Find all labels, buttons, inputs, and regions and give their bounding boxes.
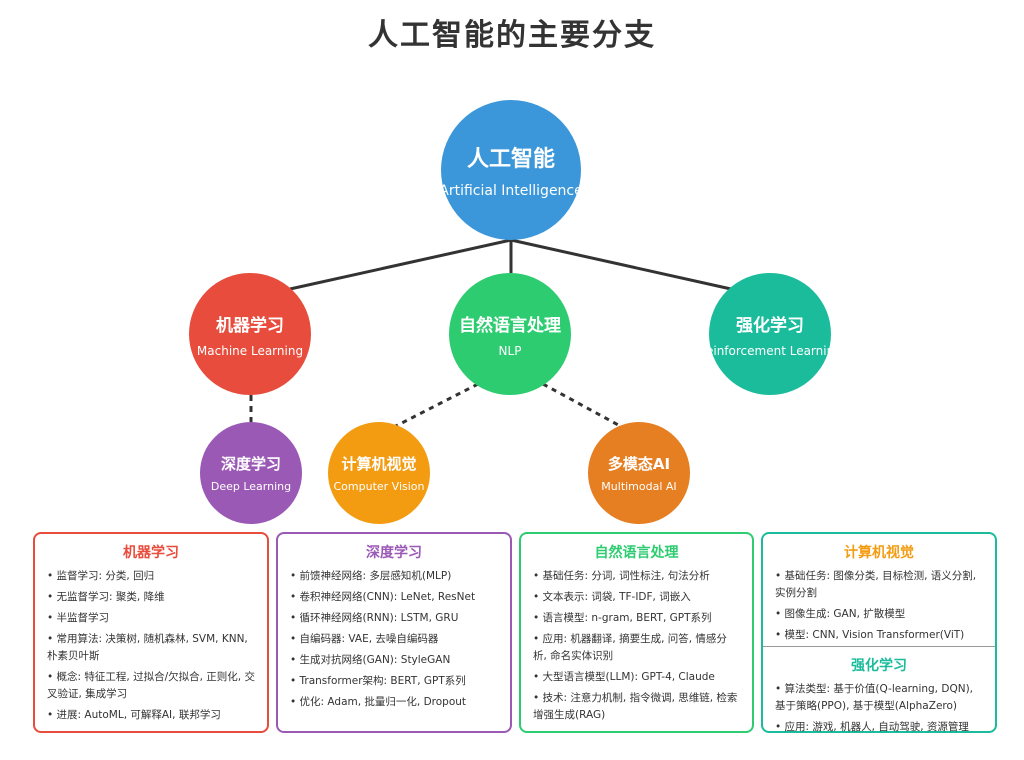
box-list: • 基础任务: 分词, 词性标注, 句法分析 • 文本表示: 词袋, TF-ID… [533,568,740,724]
list-item: • 半监督学习 [47,612,110,624]
node-label-zh: 强化学习 [736,315,804,336]
list-item: • 卷积神经网络(CNN): LeNet, ResNet [290,591,476,603]
node-label-zh: 计算机视觉 [341,455,417,473]
node-label-en: Artificial Intelligence [441,183,581,199]
box-title: 机器学习 [123,545,179,561]
node-nlp: 自然语言处理 NLP [449,273,571,395]
node-label-en: Multimodal AI [601,480,677,493]
node-label-en: Deep Learning [210,480,292,493]
list-item: • 常用算法: 决策树, 随机森林, SVM, KNN, 朴素贝叶斯 [47,633,248,662]
node-label-en: Reinforcement Learning [709,343,831,358]
list-item: • 优化: Adam, 批量归一化, Dropout [290,696,467,708]
box-title: 深度学习 [366,545,422,561]
edge-nlp-mm [542,382,623,429]
detail-box-machine-learning: 机器学习 • 监督学习: 分类, 回归 • 无监督学习: 聚类, 降维 • 半监… [33,532,269,733]
node-label-zh: 自然语言处理 [459,315,561,336]
edge-ai-rl [510,238,732,291]
list-item: • 无监督学习: 聚类, 降维 [47,591,165,603]
node-label-zh: 人工智能 [466,147,555,172]
list-item: • 前馈神经网络: 多层感知机(MLP) [290,570,452,582]
node-label-en: Machine Learning [196,343,304,358]
detail-section-reinforcement-learning: 强化学习 • 算法类型: 基于价值(Q-learning, DQN), 基于策略… [763,647,995,746]
list-item: • 概念: 特征工程, 过拟合/欠拟合, 正则化, 交叉验证, 集成学习 [47,671,255,700]
node-reinforcement-learning: 强化学习 Reinforcement Learning [709,273,831,395]
node-machine-learning: 机器学习 Machine Learning [189,273,311,395]
list-item: • 自编码器: VAE, 去噪自编码器 [290,633,439,645]
detail-box-deep-learning: 深度学习 • 前馈神经网络: 多层感知机(MLP) • 卷积神经网络(CNN):… [276,532,512,733]
node-label-zh: 机器学习 [216,315,284,336]
list-item: • 应用: 游戏, 机器人, 自动驾驶, 资源管理 [775,721,969,733]
edge-ai-ml [289,238,512,291]
node-label-zh: 深度学习 [220,455,281,473]
list-item: • 基础任务: 分词, 词性标注, 句法分析 [533,570,710,582]
box-list: • 前馈神经网络: 多层感知机(MLP) • 卷积神经网络(CNN): LeNe… [290,568,498,711]
list-item: • 文本表示: 词袋, TF-IDF, 词嵌入 [533,591,691,603]
box-list: • 监督学习: 分类, 回归 • 无监督学习: 聚类, 降维 • 半监督学习 •… [47,568,255,724]
page-title: 人工智能的主要分支 [368,18,656,53]
list-item: • 监督学习: 分类, 回归 [47,570,155,582]
list-item: • 进展: AutoML, 可解释AI, 联邦学习 [47,709,221,721]
list-item: • 算法类型: 基于价值(Q-learning, DQN), 基于策略(PPO)… [775,683,973,712]
list-item: • 图像生成: GAN, 扩散模型 [775,608,906,620]
node-label-en: Computer Vision [333,480,425,493]
node-artificial-intelligence: 人工智能 Artificial Intelligence [441,100,581,240]
list-item: • Transformer架构: BERT, GPT系列 [290,675,466,687]
box-list: • 算法类型: 基于价值(Q-learning, DQN), 基于策略(PPO)… [775,681,983,736]
list-item: • 技术: 注意力机制, 指令微调, 思维链, 检索增强生成(RAG) [533,692,738,721]
detail-box-cv-rl: 计算机视觉 • 基础任务: 图像分类, 目标检测, 语义分割, 实例分割 • 图… [761,532,997,733]
list-item: • 模型: CNN, Vision Transformer(ViT) [775,629,965,641]
node-label-zh: 多模态AI [607,455,671,473]
node-deep-learning: 深度学习 Deep Learning [200,422,302,524]
list-item: • 循环神经网络(RNN): LSTM, GRU [290,612,459,624]
list-item: • 语言模型: n-gram, BERT, GPT系列 [533,612,712,624]
list-item: • 生成对抗网络(GAN): StyleGAN [290,654,451,666]
box-title: 强化学习 [851,658,907,674]
box-title: 自然语言处理 [594,545,679,561]
edge-nlp-cv [393,382,479,429]
list-item: • 应用: 机器翻译, 摘要生成, 问答, 情感分析, 命名实体识别 [533,633,727,662]
box-list: • 基础任务: 图像分类, 目标检测, 语义分割, 实例分割 • 图像生成: G… [775,568,983,644]
list-item: • 基础任务: 图像分类, 目标检测, 语义分割, 实例分割 [775,570,977,599]
detail-section-computer-vision: 计算机视觉 • 基础任务: 图像分类, 目标检测, 语义分割, 实例分割 • 图… [763,534,995,647]
detail-box-nlp: 自然语言处理 • 基础任务: 分词, 词性标注, 句法分析 • 文本表示: 词袋… [519,532,754,733]
node-computer-vision: 计算机视觉 Computer Vision [328,422,430,524]
node-label-en: NLP [498,343,522,358]
list-item: • 大型语言模型(LLM): GPT-4, Claude [533,671,715,683]
box-title: 计算机视觉 [844,545,914,561]
node-multimodal-ai: 多模态AI Multimodal AI [588,422,690,524]
